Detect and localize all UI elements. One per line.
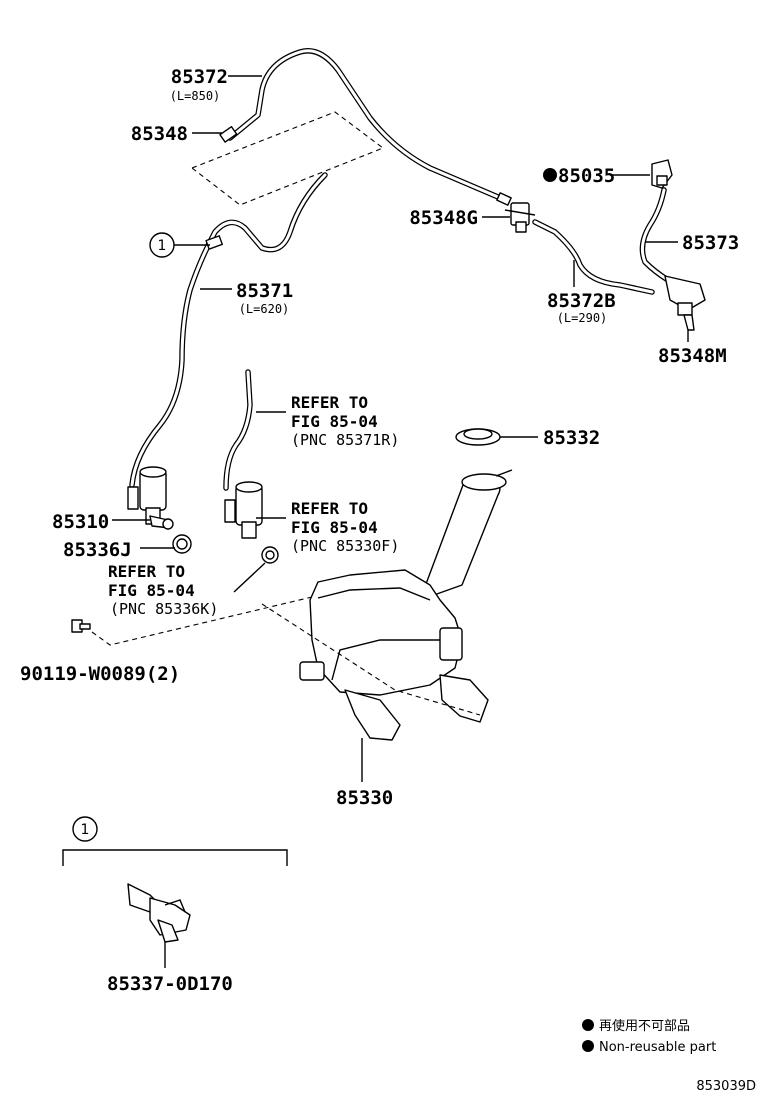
pump-85330f	[224, 481, 263, 539]
label-85337: 85337-0D170	[107, 973, 233, 995]
hose-85371	[129, 172, 328, 488]
ref-85336k-line3: (PNC 85336K)	[110, 600, 218, 618]
ref-85336k-line2: FIG 85-04	[108, 581, 195, 600]
legend-english: Non-reusable part	[599, 1040, 716, 1055]
bolt-leader	[91, 596, 313, 646]
legend-japanese: 再使用不可部品	[599, 1018, 690, 1034]
cap-85332	[455, 428, 501, 446]
label-85371-length: (L=620)	[239, 302, 290, 316]
legend-dot-2	[582, 1040, 594, 1052]
label-85371: 85371	[236, 280, 293, 302]
joint-85348m	[664, 275, 706, 331]
label-85348m: 85348M	[658, 345, 727, 367]
detail-bracket	[62, 849, 288, 866]
pump-85310	[127, 466, 174, 530]
label-85035: 85035	[558, 165, 615, 187]
non-reusable-marker-85035	[543, 168, 557, 182]
bolt-90119	[71, 619, 91, 633]
ref-85371r-line1: REFER TO	[291, 393, 368, 412]
label-85372-length: (L=850)	[170, 89, 221, 103]
svg-text:1: 1	[158, 238, 167, 254]
leader-lines	[112, 75, 689, 968]
hose-85372b	[532, 219, 655, 295]
label-90119: 90119-W0089(2)	[20, 663, 180, 685]
clip-85337	[127, 883, 191, 943]
hose-85373	[639, 187, 671, 283]
label-85348: 85348	[131, 123, 188, 145]
dashed-box-85348	[190, 111, 385, 206]
label-85330: 85330	[336, 787, 393, 809]
hose-85372	[219, 48, 512, 206]
figure-code: 853039D	[696, 1079, 756, 1094]
tank-85330	[299, 473, 507, 741]
label-85310: 85310	[52, 511, 109, 533]
callout-marker-bottom: 1	[72, 816, 98, 842]
label-85372b-length: (L=290)	[557, 311, 608, 325]
grommet-85336j	[172, 534, 192, 554]
label-85348g: 85348G	[409, 207, 478, 229]
label-85372: 85372	[171, 66, 228, 88]
label-85372b: 85372B	[547, 290, 616, 312]
ref-85330f-line2: FIG 85-04	[291, 518, 378, 537]
ref-85336k-line1: REFER TO	[108, 562, 185, 581]
nozzle-85035	[651, 159, 673, 189]
joint-85348g	[504, 202, 536, 233]
ref-85371r-line2: FIG 85-04	[291, 412, 378, 431]
label-85373: 85373	[682, 232, 739, 254]
label-85336j: 85336J	[63, 539, 132, 561]
legend: 再使用不可部品 Non-reusable part	[582, 1018, 716, 1055]
label-85332: 85332	[543, 427, 600, 449]
ref-85330f-line3: (PNC 85330F)	[291, 537, 399, 555]
tank-dashed-outline	[261, 603, 481, 716]
ref-85330f-line1: REFER TO	[291, 499, 368, 518]
hose-85371r	[223, 369, 253, 491]
ref-85371r-line3: (PNC 85371R)	[291, 431, 399, 449]
svg-text:1: 1	[81, 822, 90, 838]
legend-dot-1	[582, 1019, 594, 1031]
grommet-85336k	[261, 546, 279, 564]
callout-marker-top: 1	[149, 232, 210, 258]
